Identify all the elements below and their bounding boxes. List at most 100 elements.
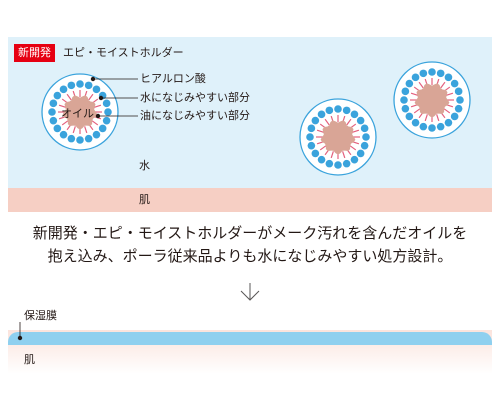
lipophilic-tail: [316, 129, 324, 133]
hydrophilic-head: [53, 124, 62, 133]
hydrophilic-head: [350, 155, 359, 164]
hydrophilic-head: [53, 91, 62, 100]
lipophilic-tail: [413, 108, 421, 114]
oil-label: オイル: [61, 107, 94, 120]
oil-core: [62, 95, 98, 130]
hydrophilic-head: [450, 79, 459, 88]
hydrophilic-head: [444, 118, 453, 127]
bottom-skin-label: 肌: [24, 353, 35, 366]
lipophilic-tail: [424, 114, 428, 122]
new-development-badge: 新開発: [14, 44, 55, 62]
lipophilic-tail: [61, 120, 69, 126]
lipophilic-tail: [88, 93, 94, 101]
hydrophilic-head: [92, 130, 101, 139]
lipophilic-tail: [352, 129, 360, 133]
lipophilic-tail: [342, 151, 346, 159]
moisture-membrane: [8, 332, 492, 345]
hydrophilic-head: [436, 69, 445, 78]
lipophilic-tail: [346, 118, 352, 126]
hydrophilic-head: [67, 81, 76, 90]
skin-band: [8, 188, 492, 212]
hydrophilic-head: [401, 87, 410, 96]
lipophilic-tail: [84, 126, 88, 134]
skin-label: 肌: [139, 193, 150, 206]
hydrophilic-head: [356, 149, 365, 158]
hydrophilic-head: [325, 106, 334, 115]
lipophilic-tail: [330, 151, 334, 159]
hydrophilic-head: [419, 69, 428, 78]
hydrophilic-head: [306, 133, 314, 141]
hydrophilic-head: [84, 81, 93, 90]
lipophilic-tail: [418, 81, 424, 89]
hydrophilic-head: [334, 161, 342, 169]
lipophilic-tail: [91, 120, 99, 126]
hydrophilic-head: [342, 159, 351, 168]
hydrophilic-head: [317, 110, 326, 119]
hydrophilic-head: [92, 85, 101, 94]
hydrophilic-head: [311, 149, 320, 158]
membrane-label: 保湿膜: [24, 309, 57, 322]
hydrophilic-head: [102, 99, 111, 108]
hydrophilic-head: [411, 73, 420, 82]
hydrophilic-head: [454, 87, 463, 96]
hydrophilic-head: [102, 116, 111, 125]
hydrophilic-head: [454, 104, 463, 113]
hydrophilic-head: [325, 159, 334, 168]
hydrophilic-head: [59, 130, 68, 139]
oil-core: [414, 83, 450, 118]
oil-core: [320, 120, 356, 155]
hydrophilic-head: [98, 124, 107, 133]
hydrophilic-head: [450, 112, 459, 121]
hydrophilic-head: [411, 118, 420, 127]
hydrophilic-head: [59, 85, 68, 94]
micelle-right: [393, 61, 471, 139]
micelle-main: [41, 73, 119, 151]
callout-lines: [90, 76, 138, 119]
hydrophilic-head: [334, 105, 342, 113]
hydrophilic-head: [405, 112, 414, 121]
lipophilic-tail: [349, 145, 357, 151]
lipophilic-tail: [410, 92, 418, 96]
lipophilic-tail: [446, 92, 454, 96]
lipophilic-tail: [440, 81, 446, 89]
lipophilic-tail: [66, 93, 72, 101]
hydrophilic-head: [48, 108, 56, 116]
oil-affinity-label: 油になじみやすい部分: [140, 109, 250, 122]
hydrophilic-head: [350, 110, 359, 119]
hydrophilic-head: [49, 99, 58, 108]
hydrophilic-head: [76, 136, 84, 144]
hydrophilic-head: [405, 79, 414, 88]
hydrophilic-head: [307, 141, 316, 150]
lipophilic-tail: [319, 145, 327, 151]
lipophilic-tail: [72, 126, 76, 134]
hydrophilic-head: [307, 124, 316, 133]
hydrophilic-head: [84, 134, 93, 143]
description-line-2: 抱え込み、ポーラ従来品よりも水になじみやすい処方設計。: [47, 247, 453, 265]
hydrophilic-head: [342, 106, 351, 115]
hydrophilic-head: [104, 108, 112, 116]
hydrophilic-head: [360, 141, 369, 150]
product-name: エピ・モイストホルダー: [63, 46, 184, 59]
hydrophilic-head: [49, 116, 58, 125]
hydrophilic-head: [428, 124, 436, 132]
hydrophilic-head: [360, 124, 369, 133]
hydrophilic-head: [67, 134, 76, 143]
hydrophilic-head: [428, 68, 436, 76]
description-line-1: 新開発・エピ・モイストホルダーがメーク汚れを含んだオイルを: [32, 224, 468, 242]
down-arrow-icon: [240, 283, 260, 301]
water-affinity-label: 水になじみやすい部分: [140, 91, 250, 104]
hydrophilic-head: [356, 116, 365, 125]
lipophilic-tail: [436, 114, 440, 122]
hydrophilic-head: [311, 116, 320, 125]
hydrophilic-head: [401, 104, 410, 113]
hydrophilic-head: [362, 133, 370, 141]
hydrophilic-head: [436, 122, 445, 131]
hydrophilic-head: [444, 73, 453, 82]
hydrophilic-head: [317, 155, 326, 164]
lipophilic-tail: [94, 104, 102, 108]
hydrophilic-head: [456, 96, 464, 104]
hydrophilic-head: [419, 122, 428, 131]
lipophilic-tail: [443, 108, 451, 114]
